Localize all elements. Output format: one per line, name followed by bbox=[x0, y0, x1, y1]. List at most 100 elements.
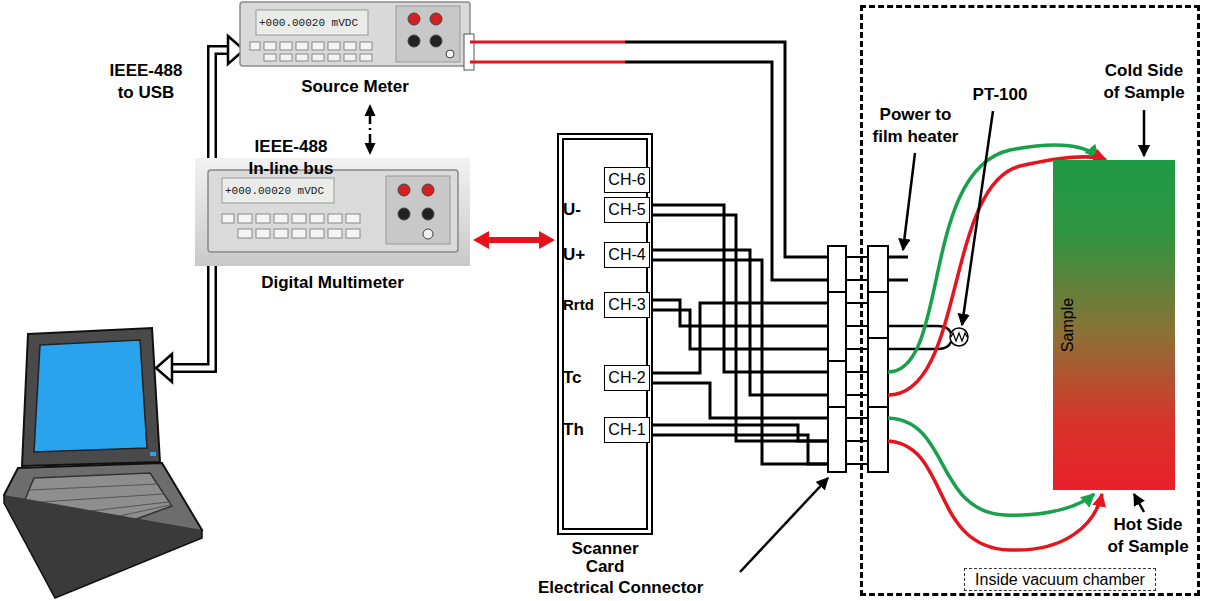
part-label: Electrical Connector bbox=[538, 578, 778, 597]
digital-multimeter-instrument-part bbox=[328, 214, 342, 223]
channel-label: CH-1 bbox=[608, 421, 645, 439]
source-meter-instrument-part bbox=[360, 54, 372, 61]
leader-arrows-part bbox=[962, 111, 993, 325]
display-reading: +000.00020 mVDC bbox=[225, 183, 333, 199]
source-meter-instrument-part bbox=[446, 50, 454, 58]
label-anchor: Electrical Connector bbox=[538, 578, 778, 597]
digital-multimeter-instrument-part bbox=[328, 229, 342, 238]
source-meter-instrument-part bbox=[264, 42, 276, 50]
instrument-node: Source Meter bbox=[240, 0, 470, 100]
source-meter-instrument-part bbox=[464, 34, 474, 70]
signal-name: Rrtd bbox=[563, 295, 603, 315]
laptop-illustration bbox=[4, 328, 202, 598]
digital-multimeter-instrument-part bbox=[386, 176, 450, 244]
scanner-card: Scanner CardCH-6CH-5CH-4CH-3CH-2CH-1 bbox=[557, 133, 653, 579]
arrow-head bbox=[365, 104, 376, 116]
source-meter-instrument-part bbox=[296, 54, 308, 61]
source-meter-instrument-part bbox=[328, 54, 340, 61]
electrical-connector bbox=[828, 246, 888, 472]
digital-multimeter-instrument-part bbox=[398, 184, 410, 196]
signal-line bbox=[485, 237, 543, 243]
signal-name: Tc bbox=[563, 367, 603, 389]
source-meter-instrument-part bbox=[344, 42, 356, 50]
heater-leads bbox=[888, 257, 908, 280]
digital-multimeter-instrument-part bbox=[222, 214, 234, 223]
source-meter-instrument-part bbox=[328, 42, 340, 50]
channel-box: CH-5 bbox=[604, 197, 650, 223]
callout-label: Cold Side of Sample bbox=[1100, 60, 1188, 104]
label-anchor: Cold Side of Sample bbox=[1100, 60, 1188, 104]
source-meter-instrument-part bbox=[312, 42, 324, 50]
leader-arrows-part bbox=[1134, 494, 1144, 512]
node-title: Source Meter bbox=[301, 77, 409, 97]
scanner-card-wiring-part bbox=[653, 425, 828, 441]
edge-label: IEEE-488 In-line bus bbox=[243, 136, 339, 180]
electrical-connector-part bbox=[828, 246, 846, 472]
digital-multimeter-instrument-part bbox=[292, 229, 306, 238]
digital-multimeter-instrument-part bbox=[346, 229, 360, 238]
arrow-head bbox=[539, 231, 555, 249]
digital-multimeter-instrument-part bbox=[398, 208, 410, 220]
label-anchor: PT-100 bbox=[955, 84, 1045, 106]
bus-label: IEEE-488 to USB bbox=[104, 60, 188, 104]
laptop-illustration-part bbox=[4, 495, 202, 598]
heater-leads-part bbox=[888, 257, 908, 280]
channel-label: CH-5 bbox=[608, 201, 645, 219]
source-meter-instrument-part bbox=[430, 13, 442, 25]
sample-label: Sample bbox=[1059, 298, 1077, 352]
digital-multimeter-instrument-part bbox=[238, 214, 252, 223]
source-meter-leads-part bbox=[470, 41, 625, 44]
digital-multimeter-instrument-part bbox=[274, 229, 288, 238]
channel-label: CH-4 bbox=[608, 246, 645, 264]
electrical-connector-leader bbox=[740, 478, 828, 572]
digital-multimeter-instrument-part bbox=[292, 214, 306, 223]
scanner-card-wiring-part bbox=[653, 303, 828, 373]
source-meter-leads-part bbox=[470, 61, 625, 64]
scanner-card-wiring-part bbox=[653, 383, 828, 418]
scanner-card-wiring bbox=[653, 205, 828, 464]
digital-multimeter-instrument-part bbox=[208, 170, 458, 252]
digital-multimeter-instrument-part bbox=[422, 184, 434, 196]
digital-multimeter-instrument-part bbox=[422, 208, 434, 220]
source-meter-instrument-part bbox=[280, 54, 292, 61]
digital-multimeter-instrument-part bbox=[222, 178, 334, 203]
electrical-connector-part bbox=[868, 292, 888, 407]
channel-box: CH-1 bbox=[604, 417, 650, 443]
instrument-node: Digital Multimeter bbox=[195, 158, 470, 296]
laptop-illustration-part bbox=[34, 340, 147, 452]
digital-multimeter-instrument-part bbox=[346, 214, 360, 223]
label-anchor: Hot Side of Sample bbox=[1104, 514, 1192, 558]
label-anchor: +000.00020 mVDC bbox=[225, 183, 333, 199]
signal-name: Th bbox=[563, 419, 603, 441]
electrical-connector-part bbox=[828, 292, 846, 407]
digital-multimeter-instrument-part bbox=[256, 214, 270, 223]
channel-box: CH-2 bbox=[604, 365, 650, 391]
electrical-connector-leader-part bbox=[740, 478, 828, 572]
digital-multimeter-instrument-part bbox=[423, 229, 433, 239]
laptop-illustration-part bbox=[22, 328, 160, 466]
channel-box: CH-3 bbox=[604, 292, 650, 318]
scanner-card-wiring-part bbox=[653, 205, 828, 372]
digital-multimeter-instrument-part bbox=[256, 229, 270, 238]
channel-label: CH-3 bbox=[608, 296, 645, 314]
callout-label: Power to film heater bbox=[868, 104, 963, 148]
label-anchor: Power to film heater bbox=[868, 104, 963, 148]
node-title: Digital Multimeter bbox=[261, 273, 404, 293]
digital-multimeter-instrument-part bbox=[238, 229, 252, 238]
leader-arrows-part bbox=[1143, 110, 1146, 156]
leader-arrows-part bbox=[903, 153, 915, 250]
scanner-card-wiring-part bbox=[653, 250, 828, 395]
node-title: Inside vacuum chamber bbox=[964, 568, 1156, 591]
connector bbox=[473, 231, 555, 249]
channel-box: CH-4 bbox=[604, 242, 650, 268]
label-anchor: Th bbox=[563, 419, 603, 441]
source-meter-instrument-part bbox=[240, 2, 470, 66]
scanner-card-frame bbox=[557, 133, 653, 535]
source-meter-leads-part bbox=[625, 62, 828, 280]
source-meter-instrument-part bbox=[360, 42, 372, 50]
scanner-card-wiring-part bbox=[653, 310, 828, 349]
arrow-head bbox=[473, 231, 489, 249]
label-anchor: U- bbox=[563, 199, 603, 221]
electrical-connector-part bbox=[846, 257, 868, 464]
